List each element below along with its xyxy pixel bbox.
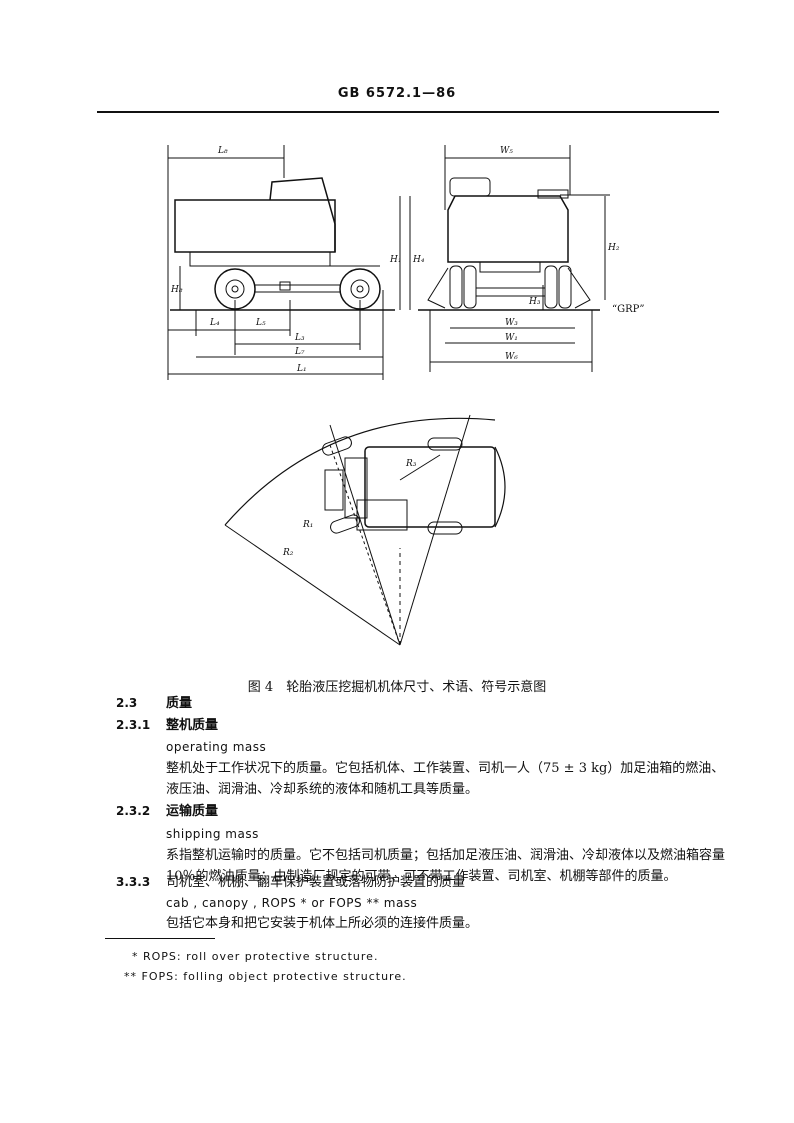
label-w1: W₁ bbox=[505, 333, 518, 343]
label-h3: H₃ bbox=[528, 297, 541, 307]
section-body: 包括它本身和把它安装于机体上所必须的连接件质量。 bbox=[166, 916, 479, 931]
front-view bbox=[399, 145, 610, 372]
page-header: GB 6572.1—86 bbox=[337, 86, 457, 101]
figure-caption: 图 4 轮胎液压挖掘机机体尺寸、术语、符号示意图 bbox=[247, 680, 547, 695]
label-grp: “GRP” bbox=[612, 304, 644, 315]
footnote-fops: ** FOPS: folling object protective struc… bbox=[124, 970, 407, 983]
section-english: shipping mass bbox=[166, 827, 259, 841]
dimension-figure: L₈ H₈ L₄ L₅ L₃ L₇ L₁ W₅ H₁ H₄ H₂ H₃ “GRP… bbox=[167, 145, 644, 646]
label-r2: R₂ bbox=[282, 548, 294, 558]
section-number: 2.3 bbox=[116, 696, 138, 710]
label-h1: H₁ bbox=[389, 255, 401, 265]
section-title: 质量 bbox=[166, 696, 193, 711]
section-title: 司机室、机棚、翻车保护装置或落物防护装置的质量 bbox=[166, 875, 466, 890]
label-l7: L₇ bbox=[294, 347, 305, 357]
label-h2: H₂ bbox=[607, 243, 620, 253]
side-view bbox=[167, 145, 395, 380]
header-rule bbox=[97, 111, 719, 113]
section-title: 运输质量 bbox=[166, 804, 219, 819]
section-number: 2.3.2 bbox=[116, 804, 151, 818]
section-number: 3.3.3 bbox=[116, 875, 151, 889]
label-h8: H₈ bbox=[170, 285, 183, 295]
section-body: 系指整机运输时的质量。它不包括司机质量；包括加足液压油、润滑油、冷却液体以及燃油… bbox=[166, 848, 726, 884]
section-english: operating mass bbox=[166, 740, 267, 754]
label-l1: L₁ bbox=[296, 364, 307, 374]
label-w5: W₅ bbox=[500, 146, 513, 156]
section-english: cab , canopy , ROPS * or FOPS ** mass bbox=[166, 896, 418, 910]
top-view bbox=[224, 414, 506, 646]
label-l4: L₄ bbox=[209, 318, 220, 328]
label-w3: W₃ bbox=[505, 318, 518, 328]
section-body: 整机处于工作状况下的质量。它包括机体、工作装置、司机一人（75 ± 3 kg）加… bbox=[166, 761, 725, 797]
label-l3: L₃ bbox=[294, 333, 305, 343]
label-r3: R₃ bbox=[405, 459, 417, 469]
section-number: 2.3.1 bbox=[116, 718, 151, 732]
footnote-rule bbox=[105, 938, 215, 939]
label-h4: H₄ bbox=[412, 255, 425, 265]
footnote-rops: * ROPS: roll over protective structure. bbox=[132, 950, 379, 963]
label-r1: R₁ bbox=[302, 520, 313, 530]
label-l8: L₈ bbox=[217, 146, 228, 156]
label-w6: W₆ bbox=[505, 352, 518, 362]
label-l5: L₅ bbox=[255, 318, 266, 328]
section-title: 整机质量 bbox=[166, 718, 219, 733]
